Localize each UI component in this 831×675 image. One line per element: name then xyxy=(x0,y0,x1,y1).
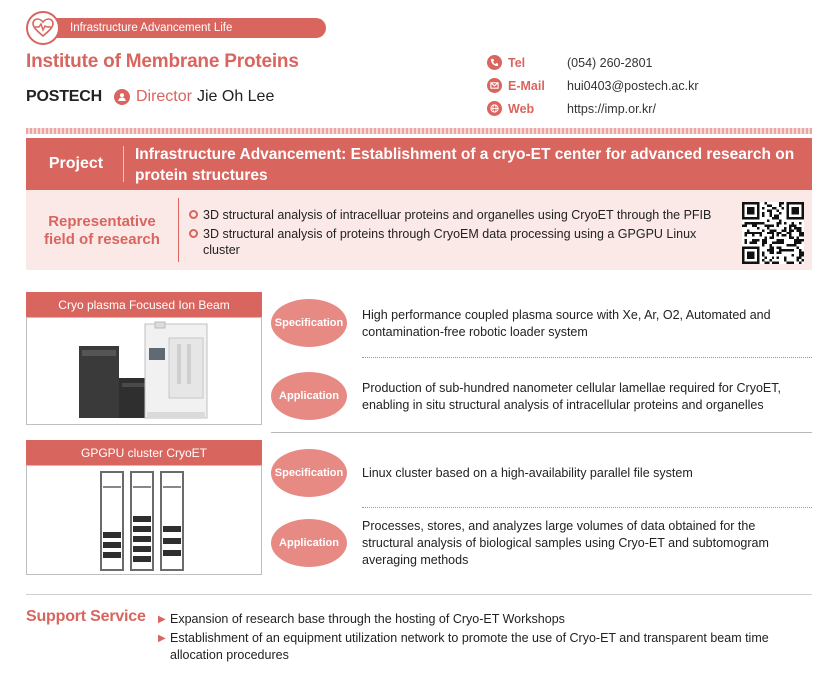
representative-label-line2: field of research xyxy=(44,231,160,248)
equipment-image-gpgpu xyxy=(26,465,262,575)
institute-title: Institute of Membrane Proteins xyxy=(26,51,299,72)
project-divider xyxy=(123,146,124,182)
list-item: ▶Establishment of an equipment utilizati… xyxy=(158,631,769,662)
list-item: 3D structural analysis of intracelluar p… xyxy=(189,207,734,223)
tel-value[interactable]: (054) 260-2801 xyxy=(567,55,653,70)
dotted-divider xyxy=(362,357,812,358)
application-oval: Application xyxy=(271,519,347,567)
email-label: E-Mail xyxy=(508,78,545,93)
specification-oval: Specification xyxy=(271,449,347,497)
specification-oval: Specification xyxy=(271,299,347,347)
application-text: Processes, stores, and analyzes large vo… xyxy=(362,519,769,567)
qr-code-icon[interactable] xyxy=(742,202,804,264)
equipment-name-gpgpu: GPGPU cluster CryoET xyxy=(26,440,262,465)
web-value[interactable]: https://imp.or.kr/ xyxy=(567,101,656,116)
equipment-image-fib xyxy=(26,317,262,425)
heartbeat-icon xyxy=(26,11,60,45)
web-label: Web xyxy=(508,101,535,116)
mail-icon xyxy=(487,78,502,93)
representative-list: 3D structural analysis of intracelluar p… xyxy=(189,207,734,261)
contact-web: Web https://imp.or.kr/ xyxy=(487,101,656,116)
university-name: POSTECH xyxy=(26,88,102,105)
cryo-fib-illustration-icon xyxy=(79,321,208,419)
application-text: Production of sub-hundred nanometer cell… xyxy=(362,381,781,412)
application-oval: Application xyxy=(271,372,347,420)
globe-icon xyxy=(487,101,502,116)
representative-label-line1: Representative xyxy=(48,213,156,230)
director-label: Director xyxy=(135,88,192,105)
list-item: ▶Expansion of research base through the … xyxy=(158,612,565,626)
contact-email: E-Mail hui0403@postech.ac.kr xyxy=(487,78,699,93)
representative-label: Representative field of research xyxy=(26,213,178,249)
triangle-right-icon: ▶ xyxy=(158,614,166,625)
list-item: 3D structural analysis of proteins throu… xyxy=(189,226,734,258)
person-icon xyxy=(113,89,130,105)
triangle-right-icon: ▶ xyxy=(158,633,166,644)
tel-label: Tel xyxy=(508,55,526,70)
organization-line: POSTECH Director Jie Oh Lee xyxy=(26,88,274,106)
representative-divider xyxy=(178,198,179,262)
specification-text: High performance coupled plasma source w… xyxy=(362,308,771,339)
dotted-divider xyxy=(362,507,812,508)
header-badge: Infrastructure Advancement Life xyxy=(26,11,326,45)
contact-tel: Tel (054) 260-2801 xyxy=(487,55,652,70)
decorative-stripe xyxy=(26,128,812,134)
phone-icon xyxy=(487,55,502,70)
support-list: ▶Expansion of research base through the … xyxy=(158,611,808,666)
bullet-circle-icon xyxy=(189,229,198,238)
project-label: Project xyxy=(48,155,104,172)
email-value[interactable]: hui0403@postech.ac.kr xyxy=(567,78,699,93)
project-bar xyxy=(26,138,812,190)
section-divider xyxy=(271,432,812,433)
project-title: Infrastructure Advancement: Establishmen… xyxy=(135,146,795,184)
equipment-name-fib: Cryo plasma Focused Ion Beam xyxy=(26,292,262,317)
director-name: Jie Oh Lee xyxy=(196,88,275,105)
representative-panel xyxy=(26,190,812,270)
support-label: Support Service xyxy=(26,608,146,625)
badge-label: Infrastructure Advancement Life xyxy=(46,18,326,38)
server-rack-icon xyxy=(100,471,184,571)
bullet-circle-icon xyxy=(189,210,198,219)
support-divider xyxy=(26,594,812,595)
specification-text: Linux cluster based on a high-availabili… xyxy=(362,466,693,480)
